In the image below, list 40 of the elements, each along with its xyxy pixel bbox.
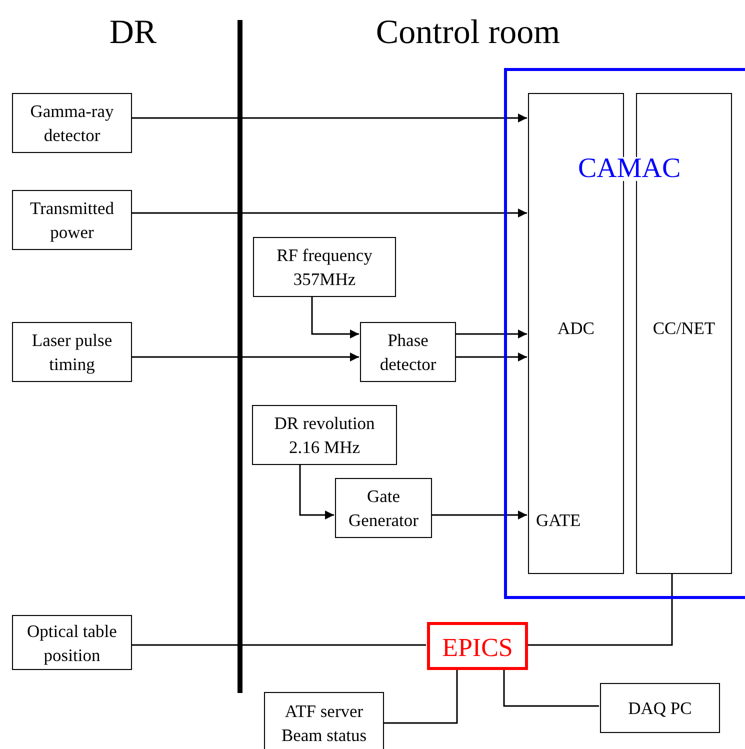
process-box — [600, 683, 720, 733]
node-label: Laser pulse timing — [30, 329, 114, 376]
node-label: Gamma-ray detector — [29, 100, 115, 147]
connector-line — [503, 670, 599, 707]
node-label: RF frequency 357MHz — [276, 244, 374, 291]
epics-box — [427, 622, 528, 670]
process-box — [360, 322, 456, 382]
node-label: Phase detector — [378, 329, 438, 376]
process-box — [12, 615, 132, 670]
connector-line — [528, 574, 673, 646]
node-label: DAQ PC — [627, 697, 693, 720]
process-box — [253, 237, 396, 297]
arrow — [311, 297, 359, 338]
arrow — [456, 352, 527, 362]
process-box — [12, 190, 132, 250]
node-label: CC/NET — [652, 317, 716, 340]
input-label: GATE — [536, 509, 581, 532]
arrow — [132, 208, 527, 218]
node-label: Optical table position — [26, 620, 118, 666]
module-label: ADC — [556, 317, 596, 340]
connector-line — [384, 670, 458, 724]
arrow — [299, 465, 334, 520]
process-box — [264, 692, 384, 749]
node-label: DR revolution 2.16 MHz — [273, 412, 376, 459]
connector-line — [132, 644, 426, 646]
arrow — [432, 510, 527, 520]
node-label: EPICS — [441, 633, 514, 663]
process-box — [12, 93, 132, 153]
column-heading: Control room — [376, 14, 560, 52]
process-box — [335, 478, 432, 538]
process-box — [252, 405, 397, 465]
node-label: ATF server Beam status — [280, 700, 368, 747]
node-label: Gate Generator — [348, 485, 420, 532]
process-box — [12, 322, 132, 382]
column-heading: DR — [109, 14, 157, 52]
arrow — [456, 330, 527, 338]
arrow — [132, 114, 527, 122]
node-label: Transmitted power — [29, 197, 115, 244]
camac-crate-frame — [504, 68, 745, 599]
arrow — [132, 352, 359, 362]
